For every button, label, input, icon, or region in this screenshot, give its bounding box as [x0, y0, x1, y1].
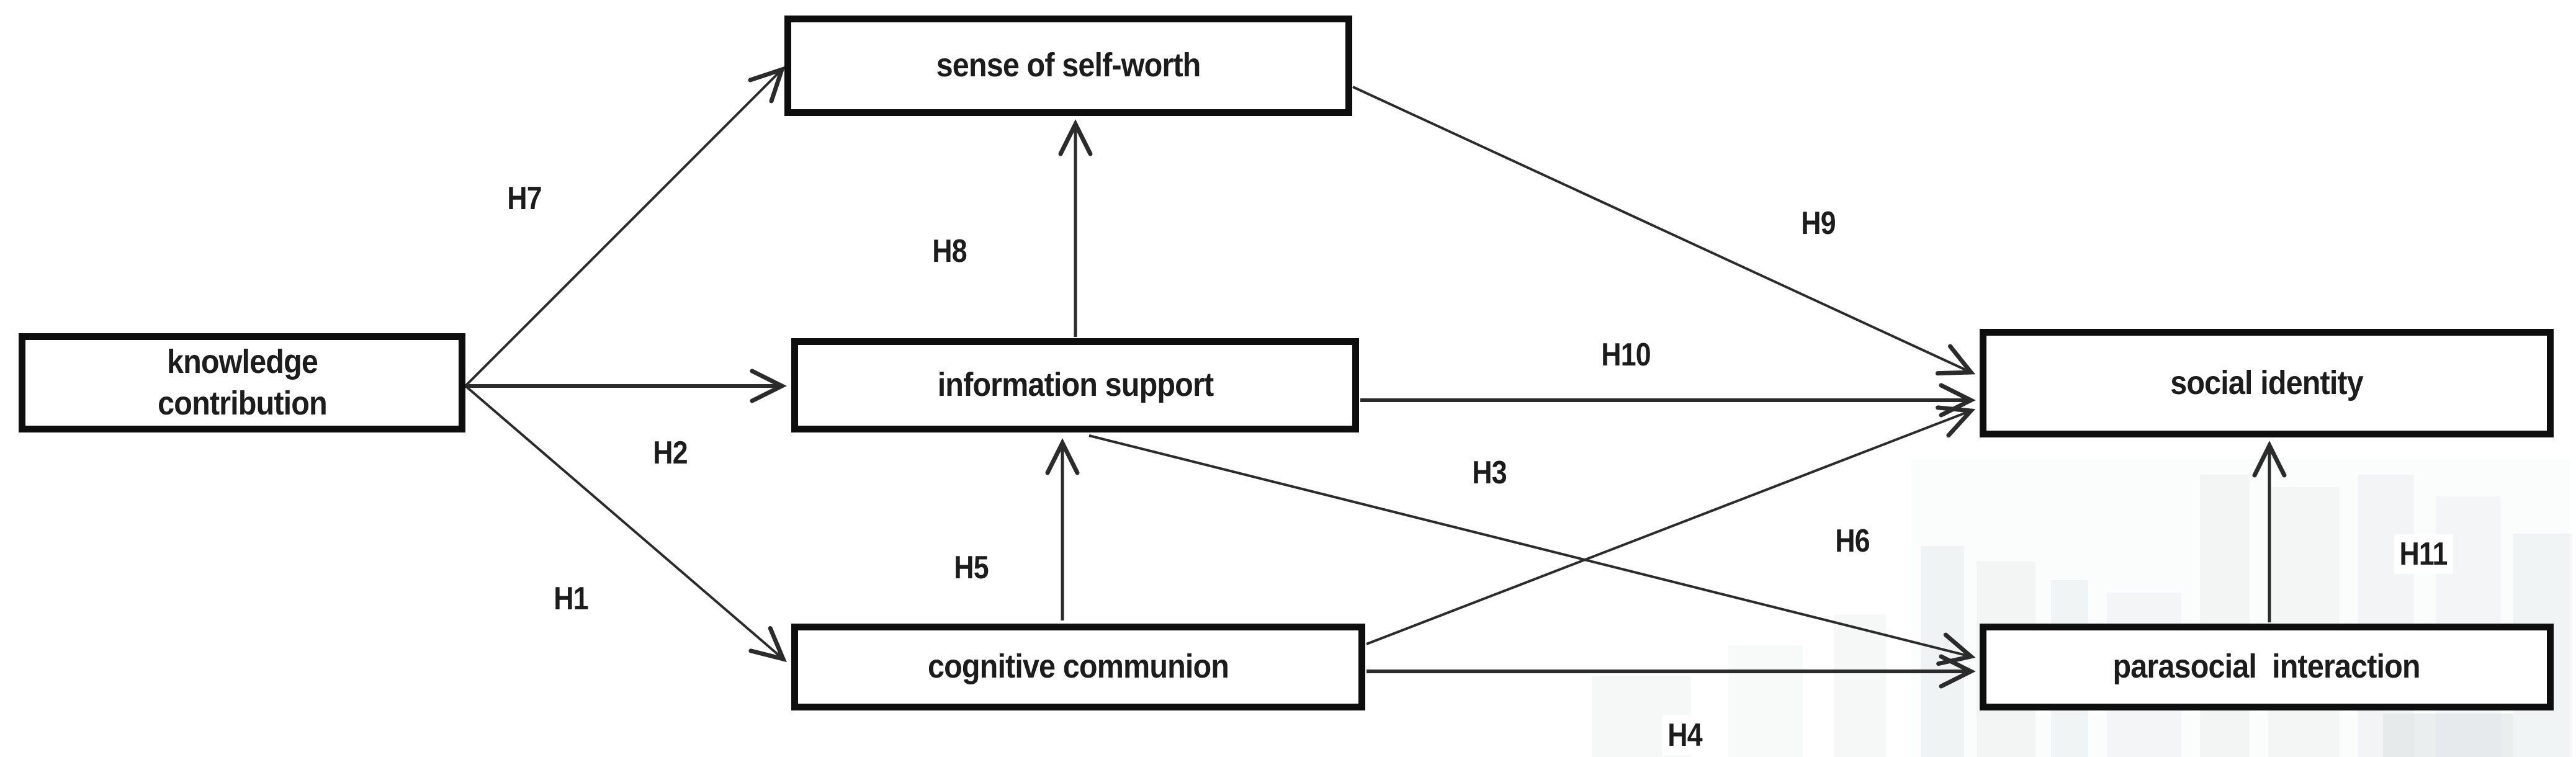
edge-label-H9: H9	[1795, 204, 1841, 243]
edge-H1-arrow	[464, 385, 787, 663]
node-parasocial-interaction: parasocial interaction	[1980, 624, 2554, 710]
watermark-patch	[2383, 714, 2513, 757]
node-label-cognitive-communion: cognitive communion	[927, 648, 1229, 686]
edge-lines-group	[464, 66, 2287, 689]
watermark-patch	[2268, 487, 2340, 757]
edge-label-H11: H11	[2394, 534, 2453, 574]
edge-label-H3: H3	[1466, 453, 1512, 493]
node-cognitive-communion: cognitive communion	[791, 624, 1365, 710]
edge-label-H2: H2	[647, 433, 693, 473]
node-label-information-support: information support	[937, 366, 1213, 404]
edge-H7-arrow	[464, 66, 786, 387]
watermark-patch	[1834, 614, 1887, 757]
watermark-patch	[2200, 475, 2250, 757]
node-label-sense-of-self-worth: sense of self-worth	[936, 47, 1201, 84]
node-social-identity: social identity	[1980, 329, 2554, 437]
node-knowledge-contribution: knowledge contribution	[19, 333, 465, 432]
edge-H9-arrow	[1352, 86, 1976, 376]
edge-label-H1: H1	[548, 579, 594, 619]
watermark-group	[1592, 459, 2572, 757]
edge-label-H8: H8	[927, 231, 972, 271]
node-information-support: information support	[791, 338, 1359, 432]
node-label-parasocial-interaction: parasocial interaction	[2112, 648, 2421, 686]
node-label-social-identity: social identity	[2170, 364, 2363, 401]
edge-label-H5: H5	[948, 548, 994, 588]
edge-label-H10: H10	[1595, 335, 1656, 375]
edge-label-H7: H7	[501, 179, 547, 218]
edge-H3-arrow	[1088, 434, 1976, 666]
edge-label-H6: H6	[1829, 521, 1875, 561]
watermark-patch	[1921, 546, 1964, 757]
node-sense-of-self-worth: sense of self-worth	[784, 16, 1352, 116]
edge-H6-arrow	[1366, 405, 1976, 645]
edge-label-H4: H4	[1662, 715, 1708, 755]
node-label-knowledge-contribution: knowledge contribution	[157, 343, 328, 423]
watermark-patch	[1728, 645, 1803, 757]
